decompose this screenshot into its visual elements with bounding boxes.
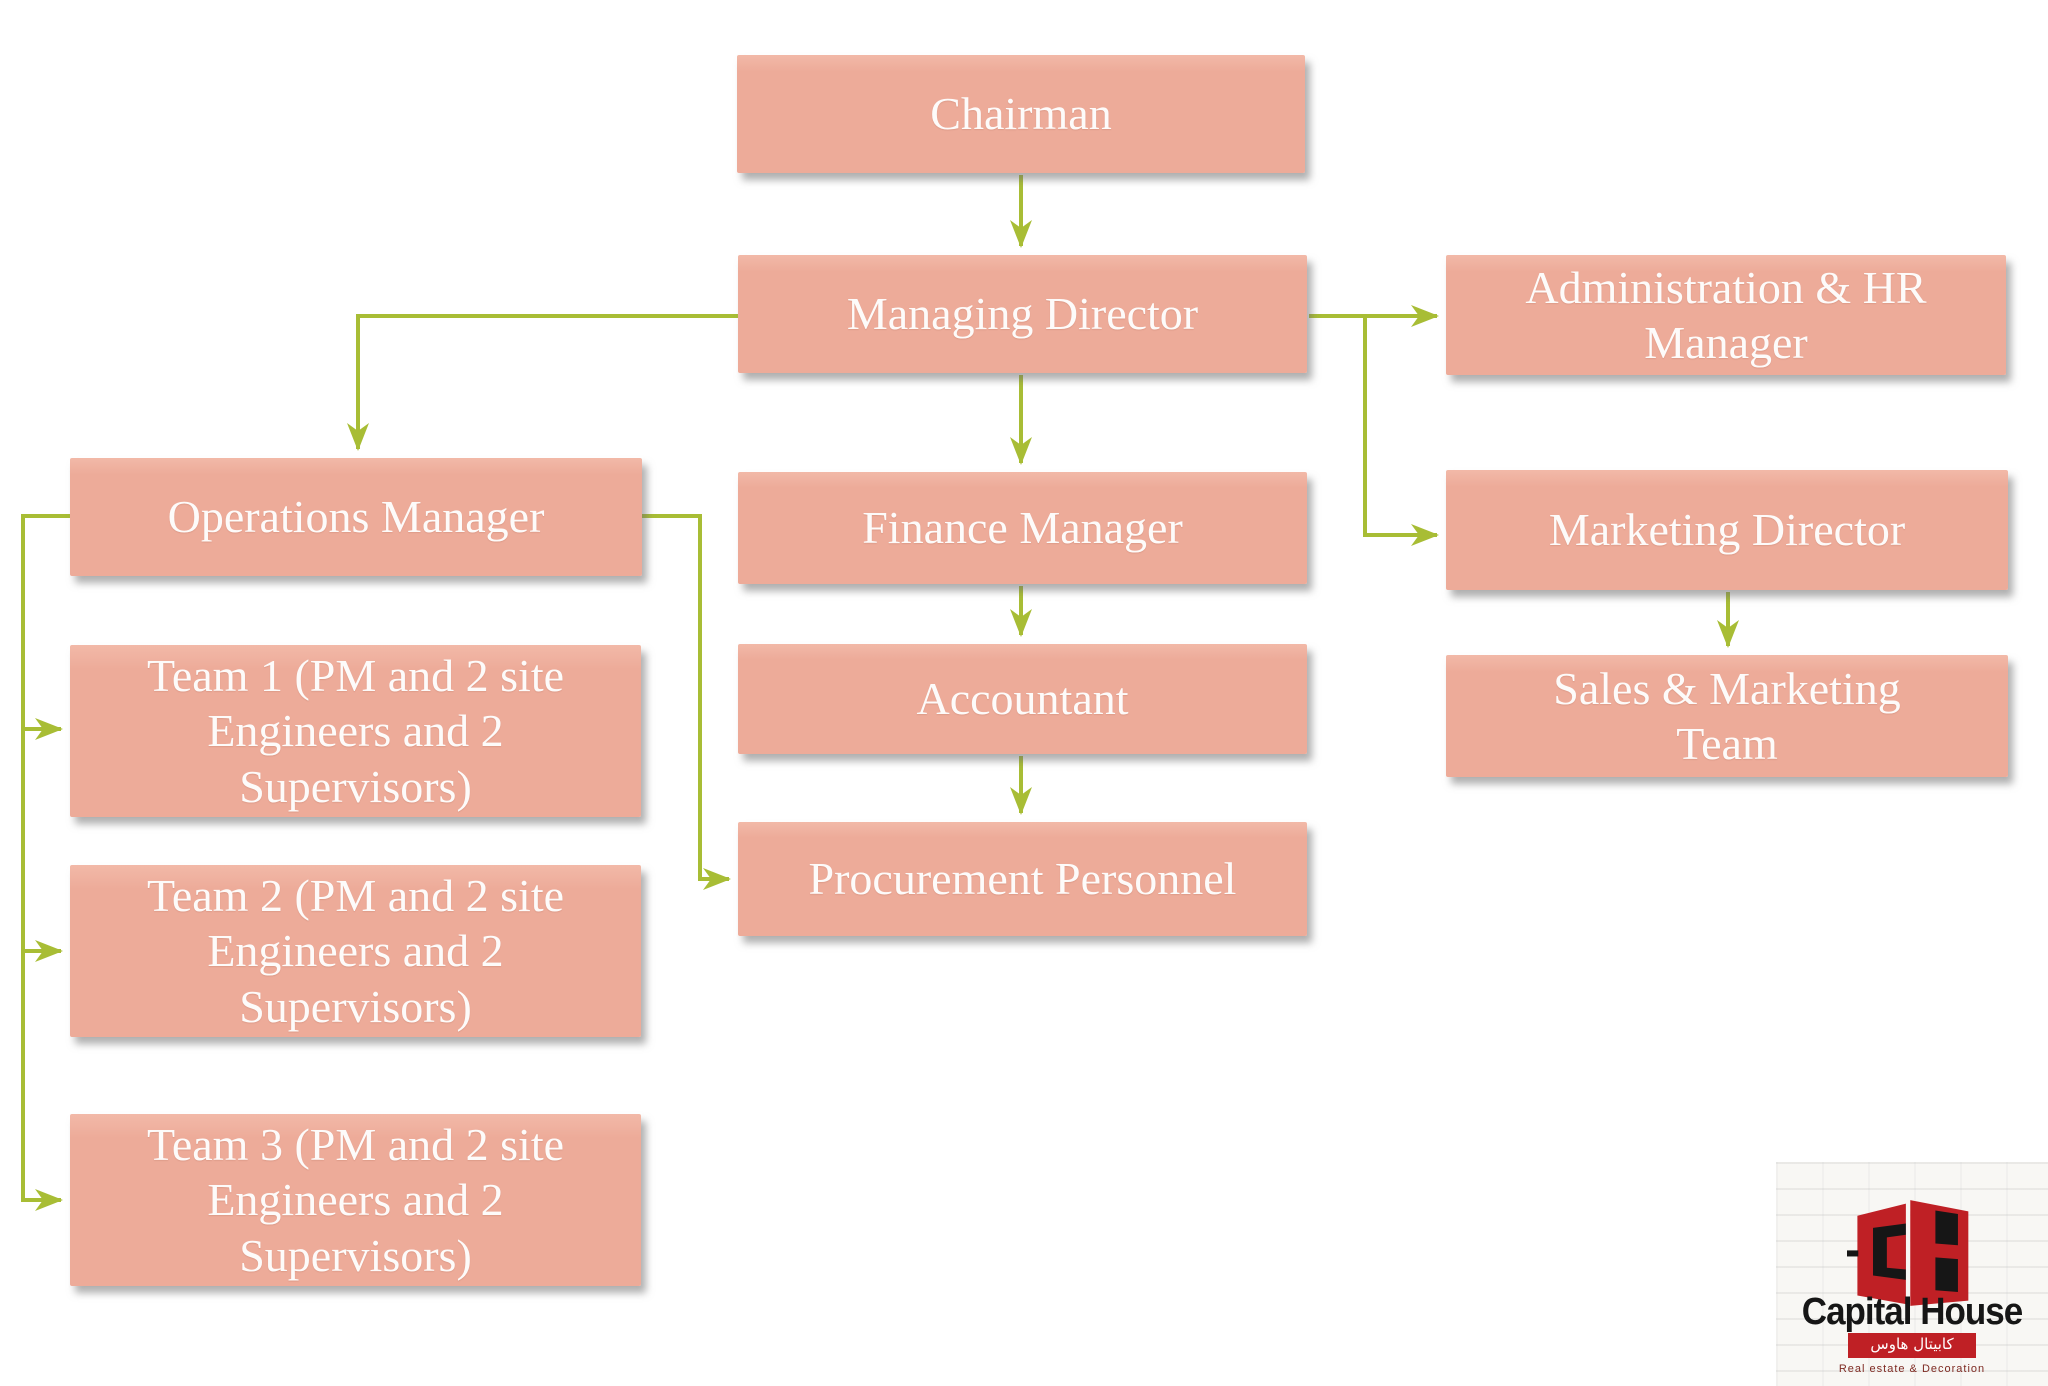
org-node-label: Marketing Director (1548, 504, 1906, 556)
org-node-label: Team 1 (PM and 2 site Engineers and 2 Su… (146, 650, 565, 812)
connector-managing-director-to-marketing-director (1363, 316, 1439, 546)
org-node-label: Accountant (916, 673, 1129, 725)
org-node-label: Administration & HR Manager (1525, 261, 1927, 368)
org-node-team-2: Team 2 (PM and 2 site Engineers and 2 Su… (70, 865, 641, 1037)
org-node-team-1: Team 1 (PM and 2 site Engineers and 2 Su… (70, 645, 641, 817)
org-node-label: Team 2 (PM and 2 site Engineers and 2 Su… (146, 870, 565, 1032)
connector-operations-manager-to-team-2 (21, 729, 63, 962)
connector-managing-director-to-operations-manager (347, 314, 738, 451)
org-node-procurement-personnel: Procurement Personnel (738, 822, 1307, 936)
ch-monogram-icon (1847, 1198, 1969, 1308)
logo-brand-text: Capital House (1801, 1290, 2023, 1333)
org-node-label: Sales & Marketing Team (1553, 662, 1901, 769)
connector-operations-manager-to-procurement-personnel (642, 514, 731, 890)
org-node-operations-manager: Operations Manager (70, 458, 642, 576)
org-node-label: Finance Manager (862, 502, 1183, 554)
org-node-sales-marketing-team: Sales & Marketing Team (1446, 655, 2008, 777)
org-node-admin-hr-manager: Administration & HR Manager (1446, 255, 2006, 375)
capital-house-logo: Capital House كابيتال هاوس Real estate &… (1776, 1162, 2048, 1386)
connector-operations-manager-to-team-3 (21, 951, 63, 1211)
org-node-finance-manager: Finance Manager (738, 472, 1307, 584)
org-node-label: Team 3 (PM and 2 site Engineers and 2 Su… (146, 1119, 565, 1281)
logo-tagline-text: Real estate & Decoration (1838, 1363, 1986, 1375)
logo-arabic-text: كابيتال هاوس (1848, 1333, 1976, 1358)
org-node-managing-director: Managing Director (738, 255, 1307, 373)
org-node-accountant: Accountant (738, 644, 1307, 754)
org-node-label: Chairman (930, 88, 1112, 140)
org-node-team-3: Team 3 (PM and 2 site Engineers and 2 Su… (70, 1114, 641, 1286)
org-node-marketing-director: Marketing Director (1446, 470, 2008, 590)
connector-operations-manager-to-team-1 (21, 514, 70, 740)
org-node-label: Managing Director (846, 288, 1199, 340)
org-node-chairman: Chairman (737, 55, 1305, 173)
org-node-label: Procurement Personnel (808, 853, 1237, 905)
org-node-label: Operations Manager (167, 491, 545, 543)
